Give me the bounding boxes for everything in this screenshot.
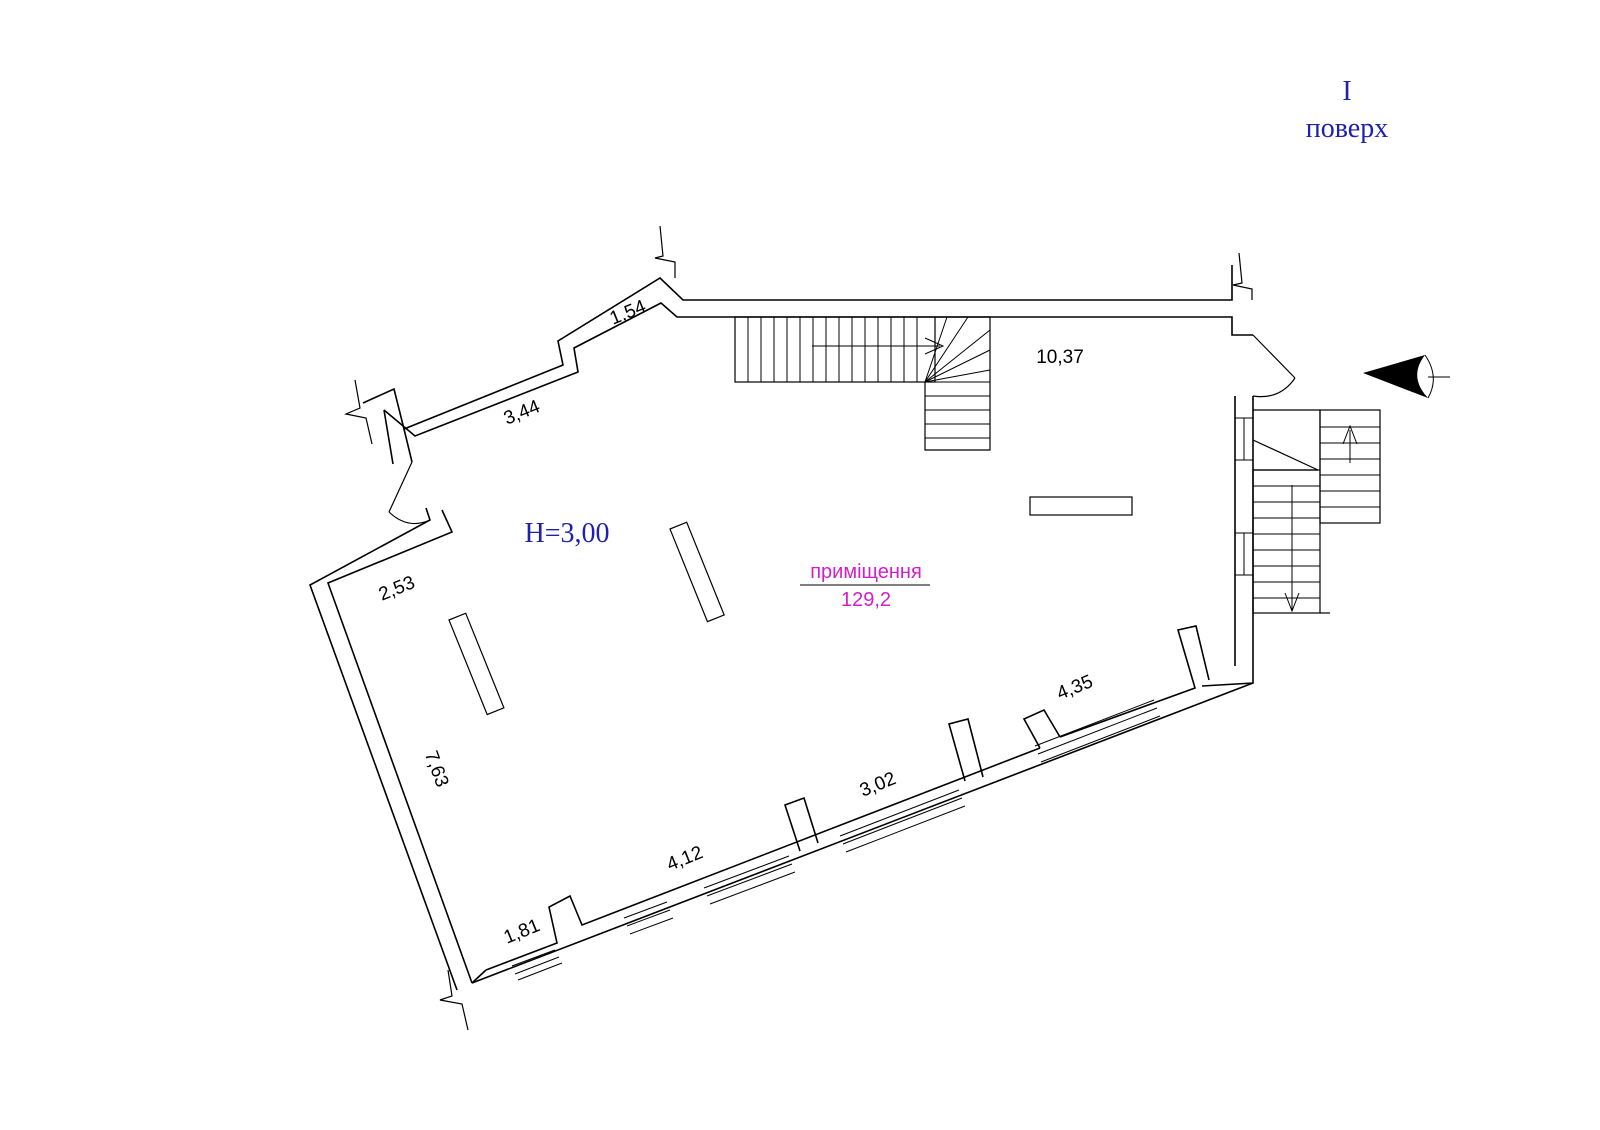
fixture [1029, 496, 1133, 516]
dimension-label: 4,35 [1054, 671, 1096, 704]
ceiling-height-label: H=3,00 [524, 518, 609, 549]
window [703, 855, 796, 905]
dimension-label: 3,02 [857, 768, 899, 801]
window [1234, 532, 1254, 576]
window [839, 789, 966, 853]
exterior-staircase [1252, 409, 1381, 614]
north-arrow-icon [1363, 354, 1450, 399]
dimension-label: 3,44 [501, 396, 544, 429]
door [388, 461, 431, 525]
window [1234, 417, 1254, 461]
fixture [448, 612, 505, 716]
dimension-label: 10,37 [1036, 347, 1084, 368]
dimension-label: 1,81 [501, 915, 543, 948]
room-label: приміщення 129,2 [800, 561, 930, 611]
dimension-label: 2,53 [376, 572, 418, 605]
window [1034, 699, 1161, 763]
dimension-label: 1,54 [607, 296, 650, 329]
window [511, 949, 563, 981]
floor-number: I [1342, 76, 1351, 107]
floor-label: поверх [1306, 113, 1388, 144]
exterior-walls [309, 225, 1254, 1031]
room-name: приміщення [810, 561, 922, 583]
dimension-label: 4,12 [664, 842, 706, 875]
dimension-label: 7,63 [420, 748, 452, 790]
room-area: 129,2 [841, 589, 891, 611]
door [1252, 334, 1296, 398]
windows [511, 417, 1254, 981]
fixture [669, 521, 725, 623]
interior-staircase [734, 316, 991, 451]
window [623, 901, 674, 935]
interior-fixtures [448, 496, 1133, 716]
